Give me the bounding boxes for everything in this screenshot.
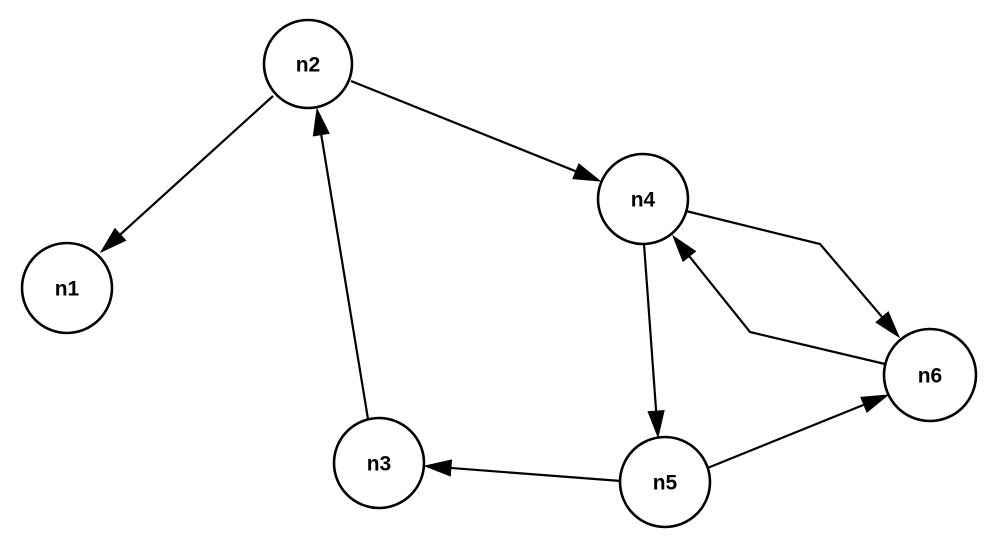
node-circle[interactable] (20, 241, 114, 335)
node-label: n5 (653, 472, 678, 495)
arrow-head-icon (860, 394, 890, 413)
node-circle[interactable] (262, 18, 354, 110)
edge-line (319, 132, 370, 420)
edge-n4-to-n5 (642, 243, 665, 439)
edge-n4-to-n6 (685, 209, 901, 339)
edge-n2-to-n1 (99, 95, 274, 254)
edge-n5-to-n3 (423, 459, 622, 483)
node-circle[interactable] (332, 416, 426, 510)
arrow-head-icon (671, 234, 697, 263)
node-n1[interactable]: n1 (20, 241, 114, 335)
arrow-head-icon (875, 311, 901, 339)
node-circle[interactable] (618, 435, 712, 529)
edge-n5-to-n6 (704, 394, 890, 471)
node-n2[interactable]: n2 (262, 18, 354, 110)
edge-line (118, 95, 274, 237)
edge-line (685, 209, 885, 320)
node-label: n2 (296, 54, 321, 77)
arrow-head-icon (423, 459, 453, 477)
node-n3[interactable]: n3 (332, 416, 426, 510)
edge-line (642, 243, 658, 414)
node-n6[interactable]: n6 (882, 327, 978, 423)
node-n5[interactable]: n5 (618, 435, 712, 529)
edge-n3-to-n2 (312, 107, 370, 420)
edge-n6-to-n4 (671, 234, 886, 366)
node-label: n3 (367, 453, 392, 476)
node-circle[interactable] (882, 327, 978, 423)
edges-layer (99, 79, 901, 483)
edge-line (687, 254, 886, 366)
arrow-head-icon (647, 409, 665, 439)
nodes-layer: n1 n2 n3 n4 n5 n6 (20, 18, 978, 529)
arrow-head-icon (312, 107, 330, 137)
edge-line (448, 466, 622, 483)
node-label: n1 (55, 278, 80, 301)
node-n4[interactable]: n4 (596, 152, 690, 246)
arrow-head-icon (99, 227, 127, 254)
node-label: n6 (918, 365, 943, 388)
node-label: n4 (631, 189, 656, 212)
edge-line (350, 79, 579, 174)
edge-line (704, 402, 867, 471)
node-circle[interactable] (596, 152, 690, 246)
edge-n2-to-n4 (350, 79, 602, 182)
arrow-head-icon (572, 163, 602, 182)
